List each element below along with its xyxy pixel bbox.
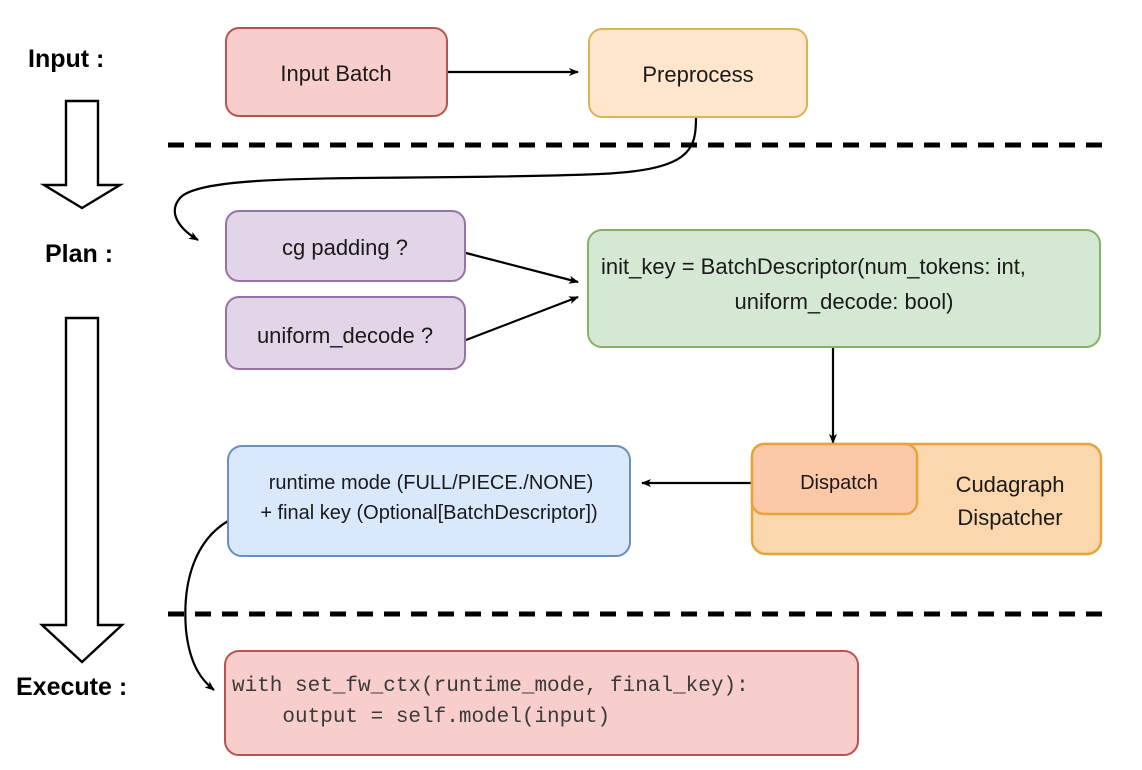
edge-uniformdecode-to-initkey <box>465 295 579 342</box>
node-execute-code[interactable]: with set_fw_ctx(runtime_mode, final_key)… <box>224 650 859 756</box>
stage-label-execute: Execute : <box>16 673 127 701</box>
node-preprocess-label: Preprocess <box>642 62 753 87</box>
node-uniform-decode[interactable]: uniform_decode ? <box>225 296 466 370</box>
flow-arrow-input-to-plan <box>39 99 125 210</box>
node-cg-padding-label: cg padding ? <box>282 235 408 260</box>
edge-cgpadding-to-initkey <box>465 251 579 284</box>
node-execute-code-line2: output = self.model(input) <box>232 706 610 729</box>
edge-runtimemode-to-execute <box>184 520 229 691</box>
node-uniform-decode-box <box>225 296 466 370</box>
node-input-batch[interactable]: Input Batch <box>225 27 448 117</box>
node-init-key-line2: uniform_decode: bool) <box>735 289 954 314</box>
node-execute-code-box <box>224 650 859 756</box>
node-dispatch-label: Dispatch <box>800 472 878 494</box>
node-input-batch-label: Input Batch <box>280 61 391 86</box>
node-runtime-mode-line2: + final key (Optional[BatchDescriptor]) <box>260 502 597 524</box>
node-dispatch[interactable]: Dispatch <box>750 442 919 516</box>
flow-arrow-plan-to-execute <box>38 316 126 664</box>
node-uniform-decode-label: uniform_decode ? <box>257 323 433 348</box>
node-init-key-box <box>587 229 1101 348</box>
node-runtime-mode-box <box>227 445 631 557</box>
node-cg-padding-box <box>225 210 466 282</box>
node-init-key[interactable]: init_key = BatchDescriptor(num_tokens: i… <box>587 229 1101 348</box>
node-cudagraph-dispatcher-line1: Cudagraph <box>956 472 1065 497</box>
edge-preprocess-to-plan <box>173 117 698 241</box>
node-init-key-line1: init_key = BatchDescriptor(num_tokens: i… <box>601 254 1026 279</box>
node-runtime-mode[interactable]: runtime mode (FULL/PIECE./NONE) + final … <box>227 445 631 557</box>
node-runtime-mode-line1: runtime mode (FULL/PIECE./NONE) <box>269 472 594 494</box>
stage-label-input: Input : <box>28 45 104 73</box>
node-preprocess-box <box>588 28 808 118</box>
node-preprocess[interactable]: Preprocess <box>588 28 808 118</box>
node-execute-code-line1: with set_fw_ctx(runtime_mode, final_key)… <box>232 675 749 698</box>
stage-label-plan: Plan : <box>45 240 113 268</box>
node-cudagraph-dispatcher-line2: Dispatcher <box>957 505 1062 530</box>
node-dispatch-box <box>750 442 919 516</box>
node-cg-padding[interactable]: cg padding ? <box>225 210 466 282</box>
node-input-batch-box <box>225 27 448 117</box>
